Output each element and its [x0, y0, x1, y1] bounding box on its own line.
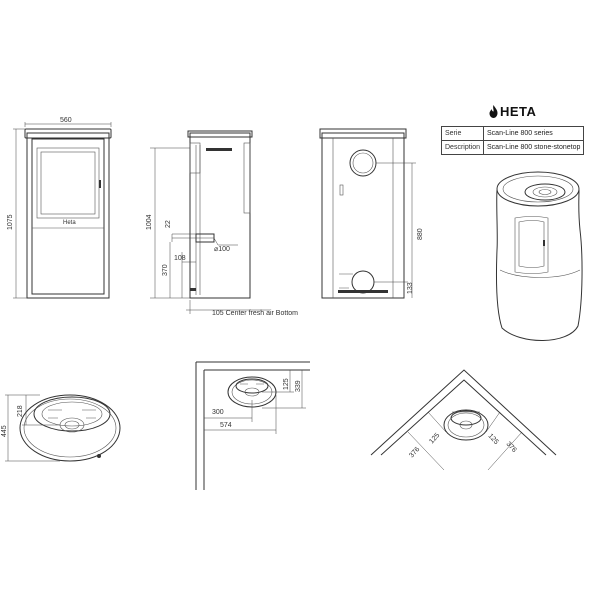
- perspective-view: [496, 171, 583, 341]
- corner-dim-125: 125: [283, 378, 290, 390]
- oval-dim-218: 218: [17, 405, 24, 417]
- back-view: 880 133: [319, 128, 424, 299]
- back-dim-133: 133: [407, 282, 414, 294]
- plan-view-angled-corner: 125 125 376 376: [370, 369, 557, 471]
- front-model-badge: Heta: [63, 220, 76, 226]
- side-dim-370: 370: [162, 264, 169, 276]
- title-block-table: Serie Scan-Line 800 series Description S…: [440, 126, 585, 155]
- front-view: Heta 560 1075: [7, 117, 112, 299]
- angled-dim-376-left: 376: [408, 446, 421, 459]
- side-dim-108: 108: [174, 255, 186, 262]
- corner-dim-339: 339: [295, 380, 302, 392]
- brand-logo: HETA: [489, 104, 536, 119]
- front-width-label: 560: [60, 117, 72, 124]
- flame-icon: [489, 105, 498, 118]
- oval-dim-445: 445: [1, 425, 8, 437]
- back-dim-880: 880: [417, 228, 424, 240]
- corner-dim-300: 300: [212, 409, 224, 416]
- side-pipe-diameter: ⌀100: [214, 246, 230, 253]
- side-fresh-air-note: 105 Center fresh air Bottom: [212, 310, 298, 317]
- side-height-label: 1004: [146, 214, 153, 230]
- description-value: Scan-Line 800 stone-stonetop: [483, 140, 585, 155]
- angled-dim-376-right: 376: [505, 441, 518, 454]
- side-dim-22: 22: [165, 220, 172, 228]
- brand-name: HETA: [500, 104, 537, 119]
- angled-dim-125-left: 125: [428, 432, 441, 445]
- angled-dim-125-right: 125: [487, 433, 500, 446]
- front-height-label: 1075: [7, 214, 14, 230]
- plan-view-oval: 445 218: [1, 394, 121, 462]
- side-view: 1004 22 370 108 ⌀100 105 Center fresh ai…: [146, 130, 298, 317]
- plan-view-wall-corner: 339 125 300 574: [195, 361, 310, 490]
- corner-dim-574: 574: [220, 422, 232, 429]
